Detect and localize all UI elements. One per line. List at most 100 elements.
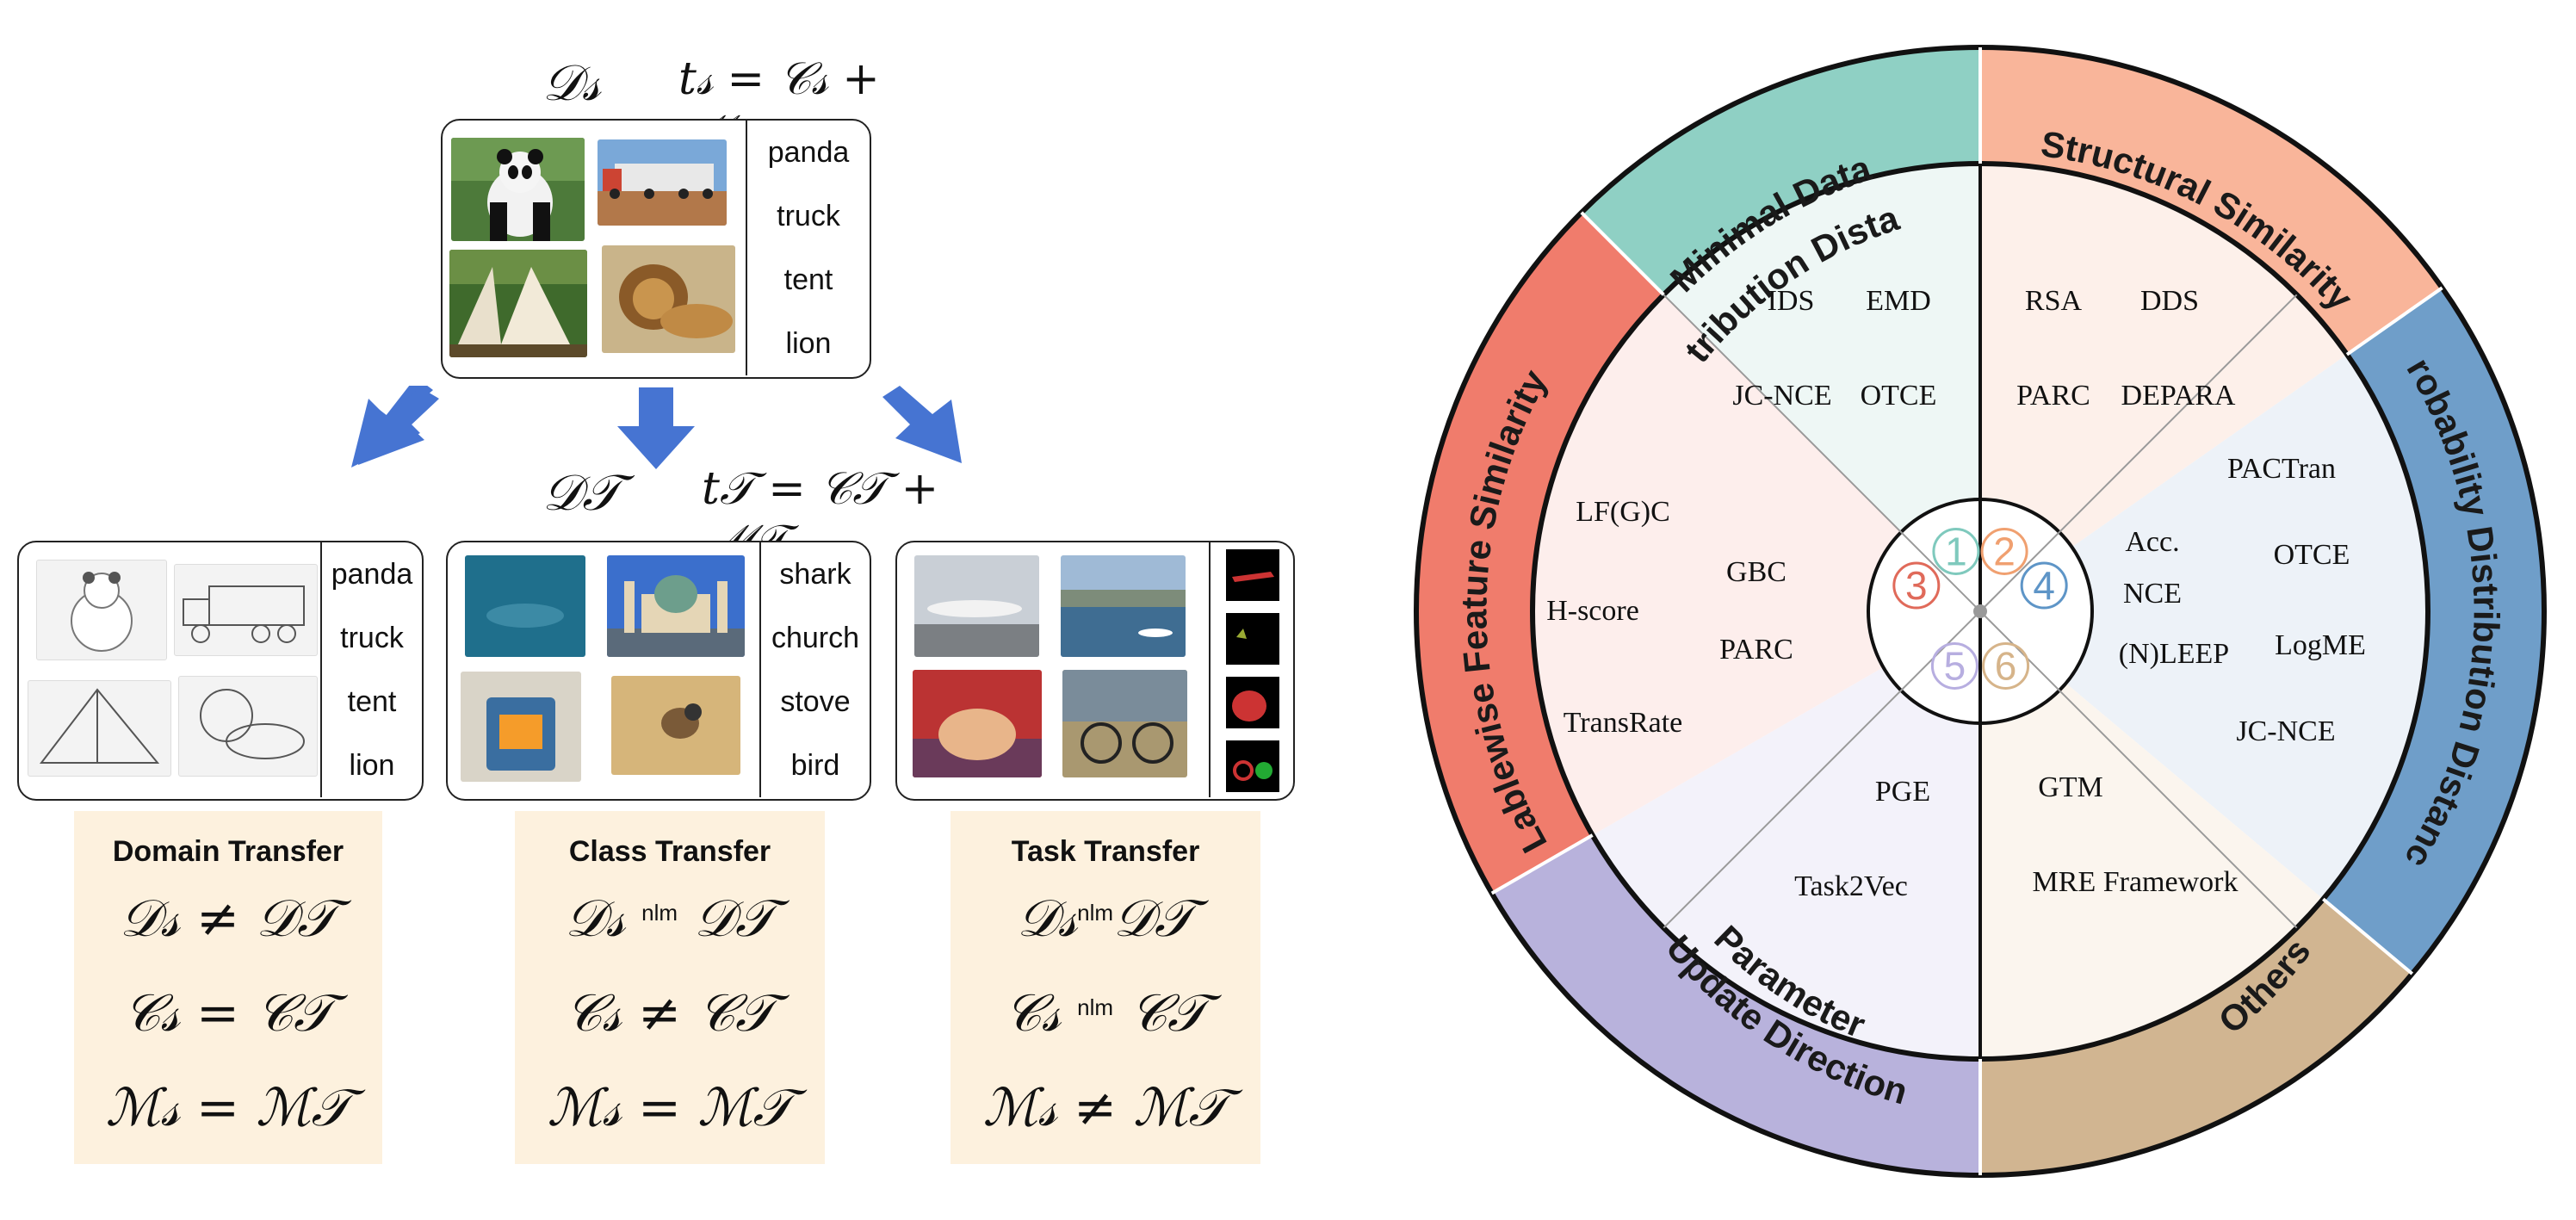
inner-sector-3 xyxy=(2065,354,2428,900)
number-3: 3 xyxy=(1905,563,1928,608)
eq-op: nlm xyxy=(1077,900,1114,926)
domain-transfer-eq2: 𝒞𝓈 = 𝒞𝒯 xyxy=(123,983,333,1044)
class-transfer-eq2: 𝒞𝓈 ≠ 𝒞𝒯 xyxy=(565,983,775,1044)
source-header: 𝒟𝓈 t𝓈 = 𝒞𝓈 + ℳ𝓈 xyxy=(542,53,947,158)
label-tent: tent xyxy=(783,263,833,296)
class-transfer-eq3: ℳ𝓈 = ℳ𝒯 xyxy=(547,1078,793,1138)
segmentation-column xyxy=(1209,542,1293,797)
eq-right: 𝒟𝒯 xyxy=(694,889,775,949)
number-1-circle-icon xyxy=(1932,527,1980,575)
lion-sketch-image xyxy=(178,676,318,777)
bird-image xyxy=(611,676,740,775)
class-transfer-panel: Class Transfer 𝒟𝓈 nlm 𝒟𝒯 𝒞𝓈 ≠ 𝒞𝒯 ℳ𝓈 = ℳ𝒯 xyxy=(515,811,825,1164)
ring-structural xyxy=(1980,47,2443,355)
method-dds: DDS xyxy=(2140,285,2199,317)
method-lfgc: LF(G)C xyxy=(1576,496,1670,528)
task-transfer-eq2: 𝒞𝓈 nlm 𝒞𝒯 xyxy=(951,983,1260,1044)
label-truck: truck xyxy=(340,621,404,654)
number-2-circle-icon xyxy=(1980,527,2028,575)
boats-image xyxy=(1061,555,1186,657)
label-church: church xyxy=(771,621,860,654)
number-4: 4 xyxy=(2033,563,2055,608)
ring-divider xyxy=(1580,211,1665,296)
method-emd: EMD xyxy=(1866,285,1931,317)
task-transfer-box xyxy=(895,541,1295,801)
center-dot xyxy=(1973,604,1987,618)
method-jc-nce: JC-NCE xyxy=(1732,380,1831,412)
domain-transfer-panel: Domain Transfer 𝒟𝓈 ≠ 𝒟𝒯 𝒞𝓈 = 𝒞𝒯 ℳ𝓈 = ℳ𝒯 xyxy=(74,811,382,1164)
domain-transfer-eq3: ℳ𝓈 = ℳ𝒯 xyxy=(105,1078,351,1138)
sector-divider xyxy=(1663,294,1981,612)
label-shark: shark xyxy=(779,557,851,591)
eq-right: 𝒞𝒯 xyxy=(1130,983,1207,1044)
taxonomy-wheel: Minimal DataDistribution DistanceStructu… xyxy=(1412,34,2547,1178)
target-domain-symbol: 𝒟𝒯 xyxy=(542,463,621,522)
eq-left: 𝒟𝓈 xyxy=(1017,889,1078,949)
ring-probability xyxy=(2323,288,2544,975)
truck-image xyxy=(598,139,727,226)
domain-transfer-box: panda truck tent lion xyxy=(17,541,424,801)
tent-sketch-image xyxy=(28,680,171,777)
sector-divider xyxy=(1979,294,2298,612)
label-tent: tent xyxy=(347,684,397,718)
method-otce: OTCE xyxy=(2274,539,2350,571)
ring-divider xyxy=(2345,286,2443,356)
bicycle-image xyxy=(1062,670,1187,777)
ring-parameter xyxy=(1491,835,1980,1175)
truck-sketch-image xyxy=(174,564,318,656)
method-nce: NCE xyxy=(2123,578,2182,610)
label-bird: bird xyxy=(790,748,840,782)
class-transfer-title: Class Transfer xyxy=(568,835,771,868)
method-gtm: GTM xyxy=(2038,771,2103,803)
method-pactran: PACTran xyxy=(2227,453,2336,485)
number-2: 2 xyxy=(1993,529,2016,573)
method-otce: OTCE xyxy=(1861,380,1937,412)
inner-sector-4 xyxy=(1980,683,2324,1059)
label-stove: stove xyxy=(780,684,851,718)
eq-left: 𝒟𝓈 xyxy=(565,889,626,949)
inner-sector-1 xyxy=(1663,164,1980,533)
domain-transfer-title: Domain Transfer xyxy=(112,835,344,868)
eq-left: 𝒞𝓈 xyxy=(1004,983,1062,1044)
number-5: 5 xyxy=(1944,643,1966,688)
number-3-circle-icon xyxy=(1892,561,1941,610)
method-acc: Acc. xyxy=(2125,526,2179,558)
class-transfer-eq1: 𝒟𝓈 nlm 𝒟𝒯 xyxy=(515,889,825,949)
method-parc: PARC xyxy=(2016,380,2090,412)
class-transfer-labels: shark church stove bird xyxy=(759,542,870,797)
number-4-circle-icon xyxy=(2020,561,2068,610)
arrow-down-icon xyxy=(617,387,695,469)
ring-minimal-data xyxy=(1581,47,1980,295)
arrow-right-icon xyxy=(882,386,962,463)
shark-image xyxy=(465,555,585,657)
method-h-score: H-score xyxy=(1546,595,1639,627)
eq-op: nlm xyxy=(1077,994,1114,1020)
label-panda: panda xyxy=(331,557,413,591)
stove-image xyxy=(461,672,581,782)
panda-sketch-image xyxy=(36,560,167,660)
number-6-circle-icon xyxy=(1982,641,2030,690)
ring-divider xyxy=(1490,833,1594,895)
target-header: 𝒟𝒯 t𝒯 = 𝒞𝒯 + ℳ𝒯 xyxy=(542,463,990,567)
ring-lablewise xyxy=(1416,212,1664,894)
method-transrate: TransRate xyxy=(1564,707,1683,739)
label-lion: lion xyxy=(785,326,832,360)
tent-image xyxy=(449,250,587,357)
class-transfer-box: shark church stove bird xyxy=(446,541,871,801)
method-mre-framework: MRE Framework xyxy=(2033,866,2239,898)
method-depara: DEPARA xyxy=(2121,380,2236,412)
method-rsa: RSA xyxy=(2025,285,2083,317)
method-jc-nce: JC-NCE xyxy=(2236,715,2335,747)
domain-transfer-labels: panda truck tent lion xyxy=(320,542,422,797)
source-domain-symbol: 𝒟𝓈 xyxy=(542,53,601,112)
method-gbc: GBC xyxy=(1726,556,1786,588)
eq-op: nlm xyxy=(641,900,678,926)
task-transfer-eq1: 𝒟𝓈nlm𝒟𝒯 xyxy=(951,889,1260,949)
sector-divider xyxy=(1979,610,2298,929)
inner-sector-5 xyxy=(1592,667,1980,1059)
domain-transfer-eq1: 𝒟𝓈 ≠ 𝒟𝒯 xyxy=(119,889,337,949)
method-logme: LogME xyxy=(2275,629,2366,661)
number-5-circle-icon xyxy=(1930,641,1978,690)
task-transfer-panel: Task Transfer 𝒟𝓈nlm𝒟𝒯 𝒞𝓈 nlm 𝒞𝒯 ℳ𝓈 ≠ ℳ𝒯 xyxy=(951,811,1260,1164)
task-transfer-title: Task Transfer xyxy=(1011,835,1200,868)
